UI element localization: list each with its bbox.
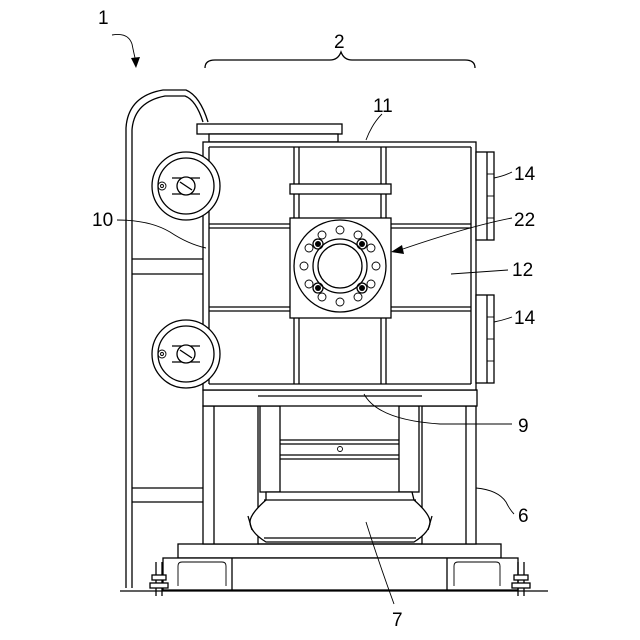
handwheel-lower [152, 320, 220, 388]
inner-supports [260, 406, 419, 492]
leader-11 [366, 114, 382, 140]
connection-flange [290, 218, 391, 318]
base-foundation [163, 544, 518, 590]
leader-6 [476, 488, 514, 514]
label-14-upper: 14 [514, 164, 536, 185]
label-2: 2 [334, 32, 345, 53]
label-22: 22 [514, 210, 535, 231]
leader-14-upper [494, 172, 512, 178]
label-11: 11 [373, 96, 393, 117]
base-plate [203, 390, 477, 406]
group-brace [205, 52, 475, 68]
leader-1-arrow [131, 57, 140, 68]
air-spring [248, 492, 432, 544]
label-1: 1 [98, 8, 109, 29]
label-6: 6 [518, 506, 529, 527]
label-14-lower: 14 [514, 308, 536, 329]
label-10: 10 [92, 210, 113, 231]
side-box-lower [476, 295, 494, 383]
top-cover [197, 124, 342, 142]
label-12: 12 [512, 260, 533, 281]
leader-10 [117, 220, 206, 248]
label-9: 9 [518, 416, 529, 437]
side-box-upper [476, 152, 494, 240]
label-7: 7 [392, 610, 403, 631]
leader-14-lower [494, 317, 512, 322]
handwheel-upper [152, 152, 220, 220]
